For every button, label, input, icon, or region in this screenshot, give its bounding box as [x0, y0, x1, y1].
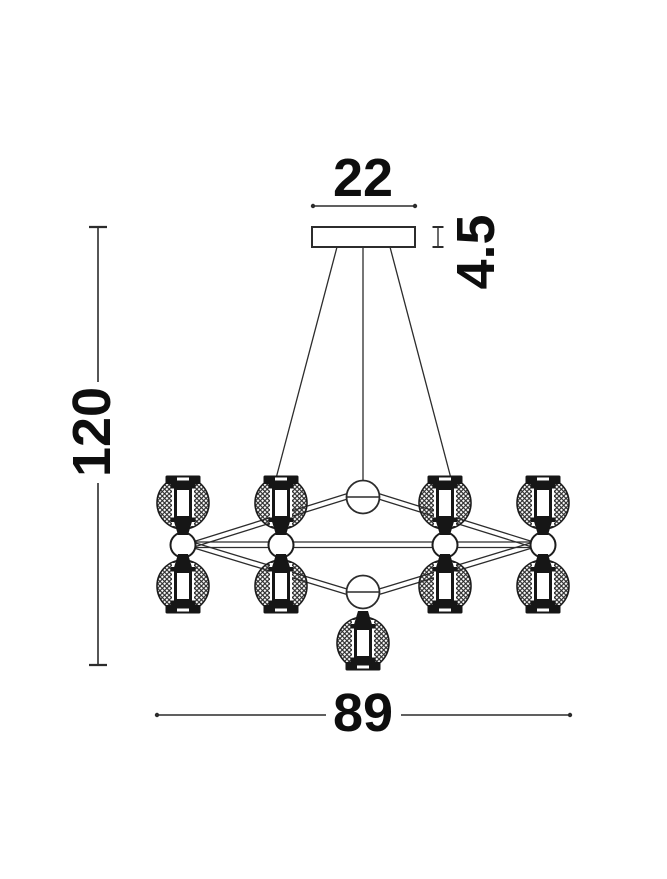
dim-fixture-width: 89 — [154, 683, 573, 743]
dim-end-dot — [412, 203, 418, 209]
center-balls — [345, 479, 381, 610]
dim-fixture-width-value: 89 — [333, 683, 393, 743]
suspension-wire-right — [389, 246, 454, 487]
dim-canopy-width-value: 22 — [333, 148, 393, 208]
dim-canopy-height-value: 4.5 — [446, 214, 506, 289]
hub-circle — [431, 531, 459, 559]
hub-circle — [267, 531, 295, 559]
dim-overall-height-value: 120 — [62, 387, 122, 477]
dim-end-dot — [310, 203, 316, 209]
hub-circle — [529, 531, 557, 559]
hub-circle — [169, 531, 197, 559]
suspension-wire-left — [273, 246, 338, 487]
dim-end-dot — [567, 712, 573, 718]
dim-overall-height: 120 — [62, 225, 122, 667]
arm-hubs — [169, 531, 557, 559]
dim-canopy-height: 4.5 — [432, 214, 506, 290]
suspension-wires — [273, 246, 454, 487]
dim-end-dot — [154, 712, 160, 718]
ceiling-canopy — [311, 226, 416, 248]
dim-canopy-width: 22 — [310, 148, 418, 209]
